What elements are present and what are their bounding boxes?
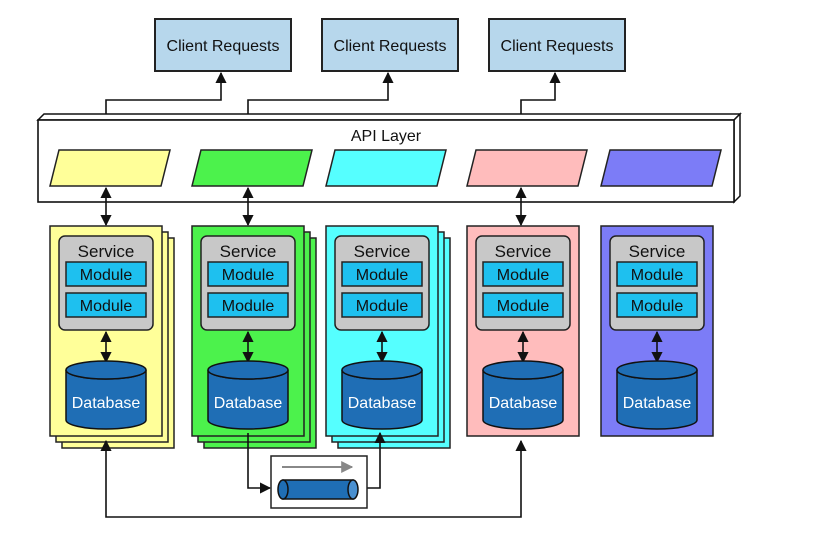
module-label: Module — [222, 298, 275, 315]
message-queue — [270, 455, 368, 509]
service-label: Service — [220, 242, 277, 261]
client-request-label: Client Requests — [334, 38, 447, 55]
module-label: Module — [497, 298, 550, 315]
api-layer-title: API Layer — [351, 128, 422, 145]
database-icon — [341, 360, 423, 430]
module-label: Module — [631, 298, 684, 315]
module-box — [482, 292, 564, 318]
module-box — [616, 292, 698, 318]
module-box — [65, 292, 147, 318]
database-label: Database — [72, 395, 141, 412]
module-label: Module — [222, 267, 275, 284]
module-box — [341, 292, 423, 318]
api-endpoint-yellow — [49, 149, 171, 187]
connector-db-green-queue — [247, 433, 272, 494]
connector-db-yellow-pink — [100, 439, 527, 518]
module-box — [616, 261, 698, 287]
module-label: Module — [631, 267, 684, 284]
api-endpoint-cyan — [325, 149, 447, 187]
client-request-label: Client Requests — [167, 38, 280, 55]
service-label: Service — [495, 242, 552, 261]
module-box — [341, 261, 423, 287]
module-label: Module — [80, 298, 133, 315]
database-connectors — [100, 431, 527, 518]
database-icon — [65, 360, 147, 430]
database-icon — [482, 360, 564, 430]
client-request-2: Client Requests — [321, 18, 459, 72]
database-label: Database — [489, 395, 558, 412]
client-request-1: Client Requests — [154, 18, 292, 72]
module-box — [482, 261, 564, 287]
database-icon — [616, 360, 698, 430]
api-endpoint-green — [191, 149, 313, 187]
module-label: Module — [497, 267, 550, 284]
service-label: Service — [629, 242, 686, 261]
module-box — [65, 261, 147, 287]
database-label: Database — [214, 395, 283, 412]
module-box — [207, 261, 289, 287]
api-endpoint-pink — [466, 149, 588, 187]
database-label: Database — [348, 395, 417, 412]
module-label: Module — [80, 267, 133, 284]
service-label: Service — [78, 242, 135, 261]
connector-queue-db-cyan — [362, 431, 386, 489]
database-icon — [207, 360, 289, 430]
database-label: Database — [623, 395, 692, 412]
module-label: Module — [356, 298, 409, 315]
api-endpoint-purple — [600, 149, 722, 187]
service-label: Service — [354, 242, 411, 261]
services-layer: ServiceModuleModuleDatabaseServiceModule… — [49, 225, 714, 449]
module-box — [207, 292, 289, 318]
module-label: Module — [356, 267, 409, 284]
api-layer: API Layer — [36, 112, 742, 204]
client-request-3: Client Requests — [488, 18, 626, 72]
client-request-label: Client Requests — [501, 38, 614, 55]
api-service-connectors — [100, 186, 527, 227]
